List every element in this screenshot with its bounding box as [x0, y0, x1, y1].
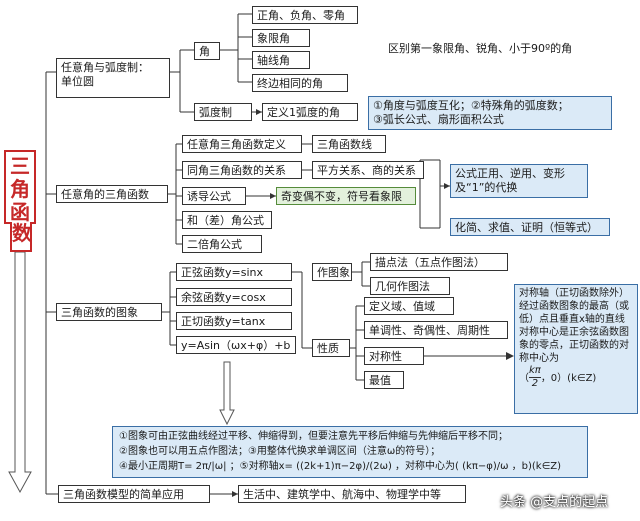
- watermark-footer: 头条 @支点的起点: [500, 495, 609, 510]
- branch2-item: 同角三角函数的关系: [182, 161, 302, 179]
- formula-note-line: 及“1”的代换: [455, 181, 518, 194]
- prop-item: 对称性: [364, 347, 424, 365]
- angle-note: 区别第一象限角、锐角、小于90º的角: [388, 42, 573, 55]
- relation-node: 平方关系、商的关系: [312, 161, 424, 179]
- draw-item: 几何作图法: [370, 277, 450, 295]
- application-note: 生活中、建筑学中、航海中、物理学中等: [238, 485, 466, 503]
- fraction-numerator: kπ: [529, 365, 541, 378]
- root-char: 三: [10, 154, 30, 178]
- graph-note-line: ①图象可由正弦曲线经过平移、伸缩得到，但要注意先平移后伸缩与先伸缩后平移不同；: [119, 431, 508, 442]
- symmetry-note: 对称轴（正切函数除外）经过函数图象的最高（或低）点且垂直x轴的直线对称中心是正余…: [514, 284, 638, 414]
- root-title: 三 角 函: [4, 150, 36, 224]
- fraction-denominator: 2: [531, 378, 539, 389]
- trig-line-node: 三角函数线: [312, 135, 386, 153]
- apply-note: 化简、求值、证明（恒等式）: [450, 218, 610, 236]
- branch2-item: 和（差）角公式: [182, 211, 272, 229]
- angle-item: 正角、负角、零角: [252, 6, 358, 24]
- prop-item: 单调性、奇偶性、周期性: [364, 321, 508, 339]
- angle-node: 角: [194, 42, 220, 60]
- graph-note-line: ②图象也可以用五点作图法；③用整体代换求单调区间（注意ω的符号）；: [119, 446, 441, 457]
- branch4-label: 三角函数模型的简单应用: [58, 485, 210, 503]
- func-item: 正切函数y=tanx: [176, 312, 292, 330]
- formula-note-line: 公式正用、逆用、变形: [455, 167, 565, 180]
- branch2-item: 任意角三角函数定义: [182, 135, 302, 153]
- branch1-label-line: 任意角与弧度制：: [61, 61, 149, 74]
- prop-item: 定义域、值域: [364, 297, 454, 315]
- branch1-label: 任意角与弧度制： 单位圆: [56, 58, 170, 98]
- radian-note-line: ①角度与弧度互化；②特殊角的弧度数；: [373, 99, 569, 112]
- func-item: 正弦函数y=sinx: [176, 263, 292, 281]
- branch2-item: 诱导公式: [182, 187, 246, 205]
- radian-note: ①角度与弧度互化；②特殊角的弧度数； ③弧长公式、扇形面积公式: [368, 96, 612, 130]
- symmetry-note-end: ，0）(k∈Z): [540, 372, 597, 384]
- branch3-label: 三角函数的图象: [56, 303, 162, 321]
- draw-item: 描点法（五点作图法）: [370, 253, 508, 271]
- draw-node: 作图象: [312, 263, 352, 281]
- branch1-label-line: 单位圆: [61, 75, 94, 88]
- radian-def: 定义1弧度的角: [262, 103, 358, 121]
- radian-node: 弧度制: [194, 103, 252, 121]
- formula-note: 公式正用、逆用、变形 及“1”的代换: [450, 164, 588, 198]
- branch2-item: 二倍角公式: [182, 235, 262, 253]
- radian-note-line: ③弧长公式、扇形面积公式: [373, 113, 504, 126]
- root-char: 角: [10, 177, 30, 201]
- graph-notes: ①图象可由正弦曲线经过平移、伸缩得到，但要注意先平移后伸缩与先伸缩后平移不同； …: [112, 426, 588, 478]
- angle-item: 终边相同的角: [252, 74, 348, 92]
- symmetry-note-text: 对称轴（正切函数除外）经过函数图象的最高（或低）点且垂直x轴的直线对称中心是正余…: [519, 288, 629, 364]
- graph-note-line: ④最小正周期T= 2π/|ω| ；⑤对称轴x= ((2k+1)π−2φ)/(2ω…: [119, 461, 562, 472]
- angle-item: 象限角: [252, 29, 310, 47]
- root-char: 函: [10, 200, 30, 224]
- angle-item: 轴线角: [252, 51, 310, 69]
- induction-note: 奇变偶不变，符号看象限: [276, 187, 416, 205]
- branch2-label: 任意角的三角函数: [56, 185, 168, 203]
- func-item: 余弦函数y=cosx: [176, 288, 292, 306]
- prop-item: 最值: [364, 371, 404, 389]
- func-item: y=Asin（ωx+φ）+b: [176, 336, 296, 354]
- props-node: 性质: [312, 339, 350, 357]
- root-char: 数: [10, 222, 32, 252]
